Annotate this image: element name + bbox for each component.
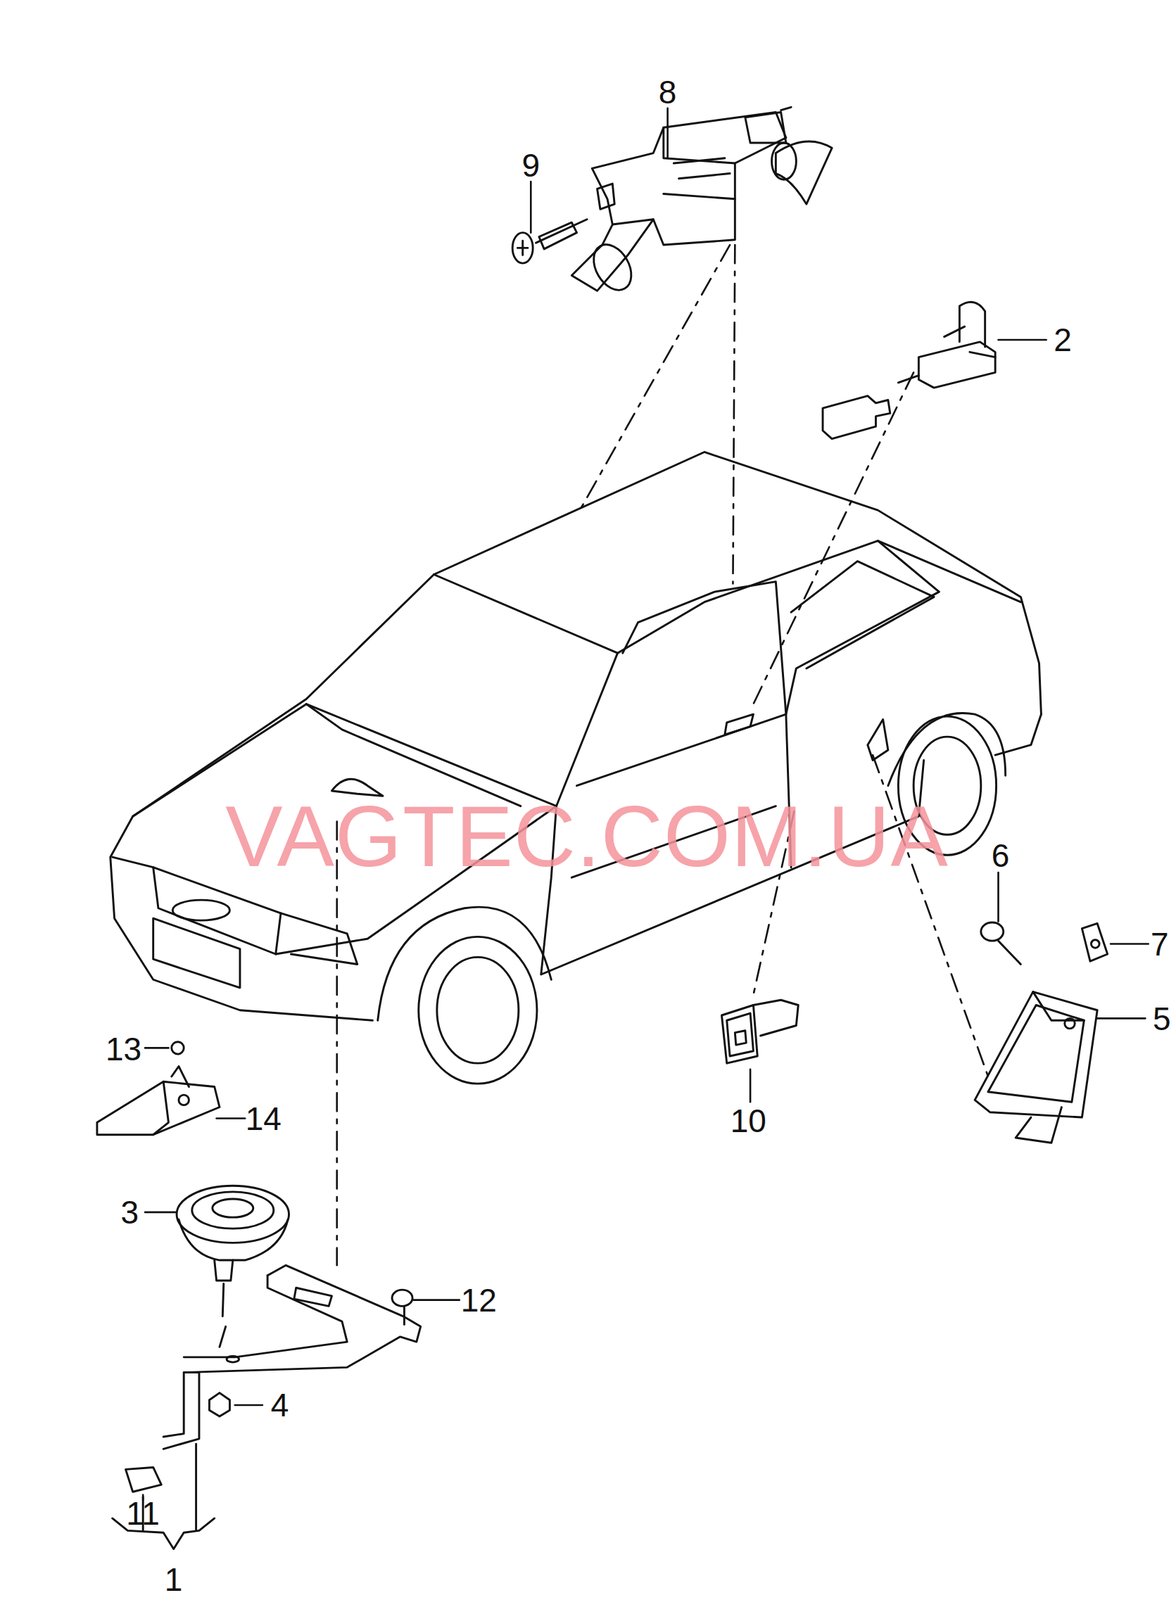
callout-number: 9	[521, 149, 540, 182]
callout-number: 14	[245, 1102, 282, 1136]
watermark: VAGTEC.COM.UA	[225, 793, 948, 880]
screw	[512, 219, 587, 264]
callout-number: 2	[1053, 323, 1072, 357]
switch-assembly	[571, 106, 832, 297]
horn	[176, 1185, 290, 1348]
car-outline	[110, 451, 1042, 1084]
callout-number: 8	[658, 76, 678, 109]
callout-number: 7	[1150, 928, 1169, 961]
contact-switch	[822, 301, 996, 439]
mounting-bracket	[112, 1265, 421, 1549]
callout-number: 10	[730, 1104, 767, 1138]
callout-number: 11	[125, 1497, 160, 1530]
control-unit	[974, 992, 1098, 1144]
callout-number: 4	[270, 1389, 290, 1422]
callout-number: 1	[164, 1563, 183, 1597]
callout-number: 12	[460, 1284, 497, 1317]
clip-nut	[1081, 923, 1108, 962]
callout-number: 5	[1152, 1002, 1172, 1036]
switch-connector	[721, 1000, 799, 1064]
assembly-line	[337, 244, 989, 1266]
callout-number: 13	[105, 1033, 142, 1066]
callout-number: 3	[120, 1196, 139, 1229]
screw	[981, 922, 1022, 965]
leader-line	[142, 108, 1149, 1501]
callout-number: 6	[991, 839, 1010, 872]
